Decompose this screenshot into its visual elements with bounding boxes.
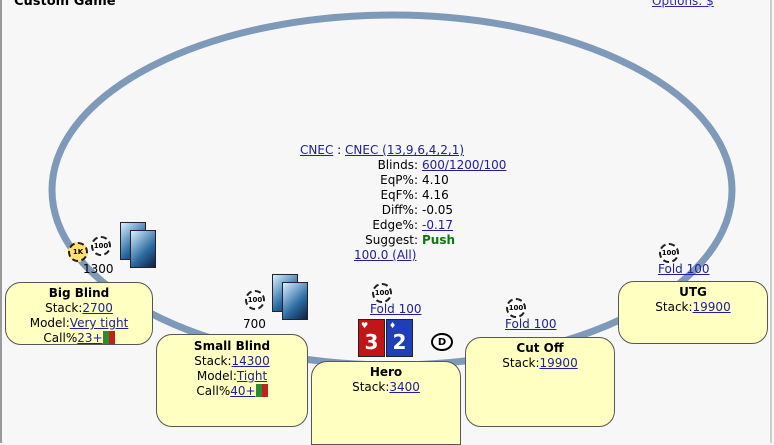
call-label: Call%: [43, 331, 78, 345]
info-label: Diff%:: [381, 203, 418, 217]
info-row-blinds: Blinds: 600/1200/100: [290, 158, 510, 173]
cnec-link[interactable]: CNEC: [300, 143, 334, 157]
hole-card-2: ♦ 2: [386, 319, 413, 357]
chip-100-icon: 100: [372, 283, 392, 303]
chip-100-icon: 100: [506, 298, 526, 318]
call-link[interactable]: 40+: [230, 384, 256, 398]
call-bar-red: [261, 384, 268, 397]
info-row-edge: Edge%: -0.17: [290, 218, 510, 233]
stack-link[interactable]: 19900: [539, 356, 578, 370]
stack-label: Stack:: [194, 354, 232, 368]
dealer-button-icon: D: [431, 333, 453, 351]
call-bar-red: [108, 331, 115, 344]
info-row-eqf: EqF%: 4.16: [290, 188, 510, 203]
card-suit: ♥: [361, 321, 369, 330]
all-range-link[interactable]: 100.0 (All): [354, 248, 417, 262]
seat-cut-off[interactable]: Cut Off Stack:19900: [465, 337, 615, 427]
info-label: EqF%:: [380, 188, 418, 202]
info-label: Blinds:: [377, 158, 418, 172]
stack-label: Stack:: [352, 380, 390, 394]
chip-100-icon: 100: [245, 290, 265, 310]
stack-link[interactable]: 2700: [82, 301, 113, 315]
model-link[interactable]: Very tight: [69, 316, 129, 330]
seat-big-blind[interactable]: Big Blind Stack:2700 Model:Very tight Ca…: [5, 282, 153, 345]
model-link[interactable]: Tight: [236, 369, 268, 383]
seat-small-blind[interactable]: Small Blind Stack:14300 Model:Tight Call…: [156, 334, 308, 427]
bet-amount: 700: [243, 317, 266, 331]
utg-action-link[interactable]: Fold 100: [658, 262, 710, 276]
blinds-link[interactable]: 600/1200/100: [422, 158, 507, 172]
card-rank: 3: [364, 330, 379, 354]
suggest-value: Push: [422, 233, 456, 247]
card-suit: ♦: [389, 321, 397, 330]
card-back-icon: [130, 230, 156, 268]
info-label: Suggest:: [365, 233, 418, 247]
bet-amount: 1300: [83, 262, 114, 276]
seat-name: Cut Off: [516, 341, 564, 355]
card-rank: 2: [392, 330, 407, 354]
seat-name: Big Blind: [48, 286, 110, 300]
stack-link[interactable]: 19900: [692, 300, 731, 314]
cnec-separator: :: [333, 143, 345, 157]
page-title: Custom Game: [14, 0, 116, 9]
info-label: EqP%:: [380, 173, 418, 187]
cut-off-action-link[interactable]: Fold 100: [505, 317, 557, 331]
stack-link[interactable]: 14300: [231, 354, 270, 368]
card-back-icon: [282, 282, 308, 320]
options-link[interactable]: Options: $: [652, 0, 714, 8]
stack-label: Stack:: [502, 356, 540, 370]
cnec-value-link[interactable]: CNEC (13,9,6,4,2,1): [345, 143, 465, 157]
info-row-eqp: EqP%: 4.10: [290, 173, 510, 188]
chip-100-icon: 100: [659, 243, 679, 263]
chip-1k-icon: 1K: [68, 242, 88, 262]
center-info-panel: CNEC : CNEC (13,9,6,4,2,1) Blinds: 600/1…: [290, 143, 510, 263]
stack-label: Stack:: [45, 301, 83, 315]
hero-action-link[interactable]: Fold 100: [370, 302, 422, 316]
info-value: -0.05: [422, 203, 454, 217]
call-bar-green: [255, 384, 262, 397]
call-label: Call%: [196, 384, 231, 398]
seat-name: UTG: [679, 285, 707, 299]
info-value: 4.10: [422, 173, 449, 187]
seat-hero[interactable]: Hero Stack:3400: [311, 361, 461, 445]
stack-label: Stack:: [655, 300, 693, 314]
call-link[interactable]: 23+: [77, 331, 103, 345]
edge-link[interactable]: -0.17: [422, 218, 454, 232]
model-label: Model:: [196, 369, 237, 383]
seat-name: Hero: [369, 365, 403, 379]
info-value: 4.16: [422, 188, 449, 202]
call-bar-green: [102, 331, 109, 344]
stack-link[interactable]: 3400: [389, 380, 420, 394]
chip-100-icon: 100: [91, 236, 111, 256]
info-label: Edge%:: [372, 218, 418, 232]
seat-name: Small Blind: [193, 339, 271, 353]
seat-utg[interactable]: UTG Stack:19900: [618, 281, 768, 344]
info-row-diff: Diff%: -0.05: [290, 203, 510, 218]
hole-card-1: ♥ 3: [358, 319, 385, 357]
model-label: Model:: [29, 316, 70, 330]
info-row-suggest: Suggest: Push: [290, 233, 510, 248]
